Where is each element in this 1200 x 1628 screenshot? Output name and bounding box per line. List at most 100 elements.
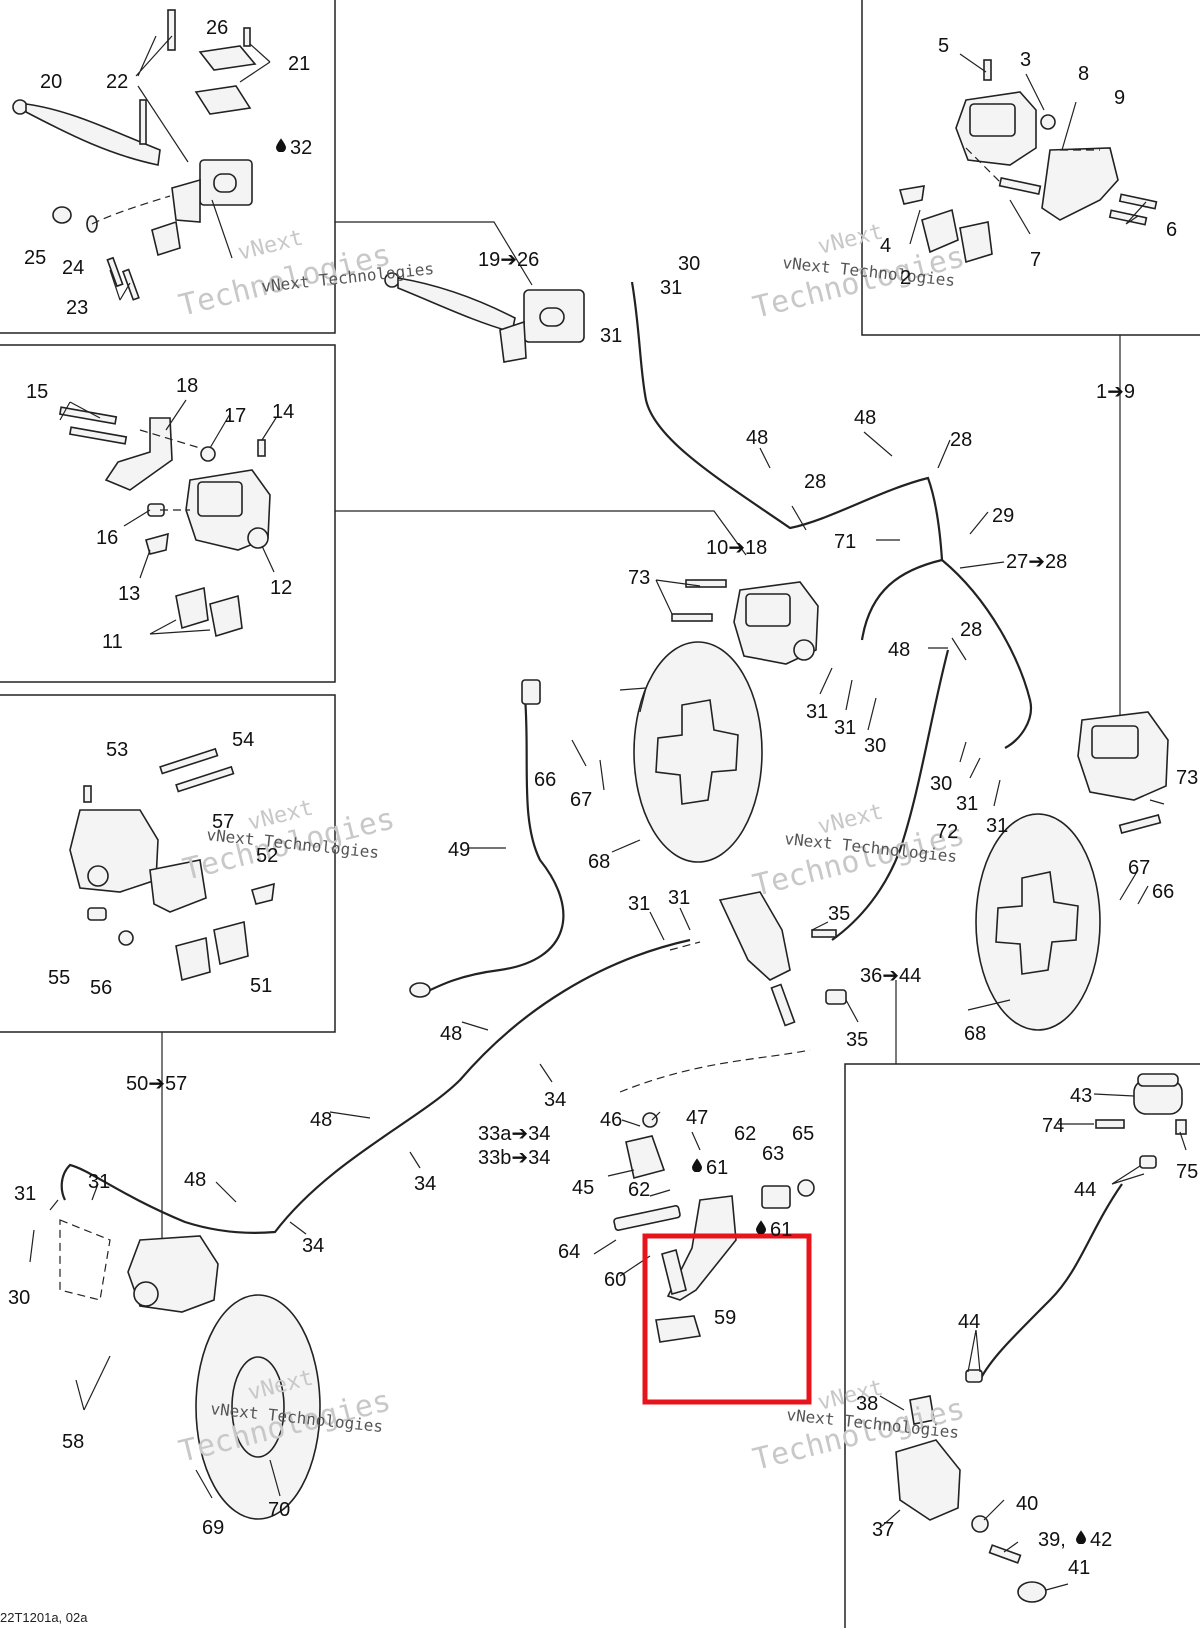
callout-52: 52 [256,845,278,867]
callout-72: 72 [936,821,958,843]
pin-55 [87,907,107,921]
callout-69: 69 [202,1517,224,1539]
callout-57: 57 [212,811,234,833]
callout-50-57: 50➔57 [126,1073,187,1095]
callout-48: 48 [888,639,910,661]
callout-61: 61 [770,1219,792,1241]
callout-73: 73 [628,567,650,589]
inset-front-right-caliper [898,59,1158,264]
callout-13: 13 [118,583,140,605]
callout-42: 42 [1090,1529,1112,1551]
callout-65: 65 [792,1123,814,1145]
callout-31: 31 [88,1171,110,1193]
callout-75: 75 [1176,1161,1198,1183]
inset-rear-caliper [69,747,275,982]
callout-67: 67 [1128,857,1150,879]
inset-frame-front-left-caliper [0,344,336,683]
callout-56: 56 [90,977,112,999]
nut-56 [118,930,134,946]
callout-labels: 20 22 26 21 32 25 24 23 19➔26 30 31 31 5… [8,17,1198,1579]
callout-1-9: 1➔9 [1096,381,1135,403]
brake-pads-51b [213,920,249,966]
fluid-drop-icon [692,1158,702,1172]
callout-37: 37 [872,1519,894,1541]
clamp-23 [151,220,181,257]
brake-pads-11a [175,586,209,630]
fitting-75 [1175,1119,1187,1135]
callout-35: 35 [828,903,850,925]
inset-frame-handlebar-master-cylinder [0,0,336,334]
callout-48: 48 [310,1109,332,1131]
callout-68: 68 [964,1023,986,1045]
reservoir-cover-inset [194,45,257,115]
brake-disc-rear [195,1294,321,1520]
brake-disc-front-left [633,641,763,863]
callout-12: 12 [270,577,292,599]
callout-63: 63 [762,1143,784,1165]
callout-25: 25 [24,247,46,269]
handlebar-master-cylinder-assembly [384,272,585,363]
callout-49: 49 [448,839,470,861]
callout-60: 60 [604,1269,626,1291]
fittings-38 [909,1395,935,1425]
callout-68: 68 [588,851,610,873]
highlight-box-part-59 [642,1233,812,1405]
front-left-caliper-assembly [671,579,819,665]
callout-53: 53 [106,739,128,761]
callout-3: 3 [1020,49,1031,71]
nut-17 [200,446,216,462]
callout-55: 55 [48,967,70,989]
callout-47: 47 [686,1107,708,1129]
master-cylinder-37 [895,1439,961,1521]
clip-13 [145,532,169,555]
brake-pads-2 [921,208,959,254]
callout-43: 43 [1070,1085,1092,1107]
inset-rear-master-cylinder [895,1073,1187,1603]
pushrod-39 [988,1544,1022,1564]
diagram-code: 22T1201a, 02a [0,1610,88,1625]
bolt-7 [998,176,1042,196]
spring-clip-4 [898,185,925,205]
callout-33a-34: 33a➔34 [478,1123,550,1145]
junction-block-assembly [718,891,847,1027]
brake-pads-11b [209,594,243,638]
callout-10-18: 10➔18 [706,537,767,559]
callout-31: 31 [660,277,682,299]
callout-39: 39, [1038,1529,1066,1551]
brake-pads-51a [175,936,211,982]
callout-30: 30 [8,1287,30,1309]
callout-11: 11 [102,631,123,653]
callout-40: 40 [1016,1493,1038,1515]
callout-21: 21 [288,53,310,75]
callout-29: 29 [992,505,1014,527]
bracket-9 [1041,147,1119,221]
callout-19-26: 19➔26 [478,249,539,271]
brake-pedal-assembly [613,1112,815,1343]
callout-70: 70 [268,1499,290,1521]
callout-34: 34 [414,1173,436,1195]
callout-leaders [29,53,1187,1591]
inset-leader-lines [161,221,1121,1250]
callout-30: 30 [930,773,952,795]
callout-8: 8 [1078,63,1089,85]
callout-7: 7 [1030,249,1041,271]
nut-8 [1040,114,1056,130]
boot-41 [1017,1581,1047,1603]
callout-16: 16 [96,527,118,549]
callout-24: 24 [62,257,84,279]
callout-48: 48 [746,427,768,449]
callout-23: 23 [66,297,88,319]
callout-22: 22 [106,71,128,93]
callout-31: 31 [14,1183,36,1205]
brake-disc-front-right [975,813,1101,1031]
callout-38: 38 [856,1393,878,1415]
callout-15: 15 [26,381,48,403]
callout-66: 66 [534,769,556,791]
watermark-2: vNext [815,220,885,260]
callout-28: 28 [804,471,826,493]
callout-34: 34 [302,1235,324,1257]
cap-43 [1137,1073,1179,1087]
clamp-44b [965,1369,983,1383]
callout-31: 31 [834,717,856,739]
callout-14: 14 [272,401,294,423]
